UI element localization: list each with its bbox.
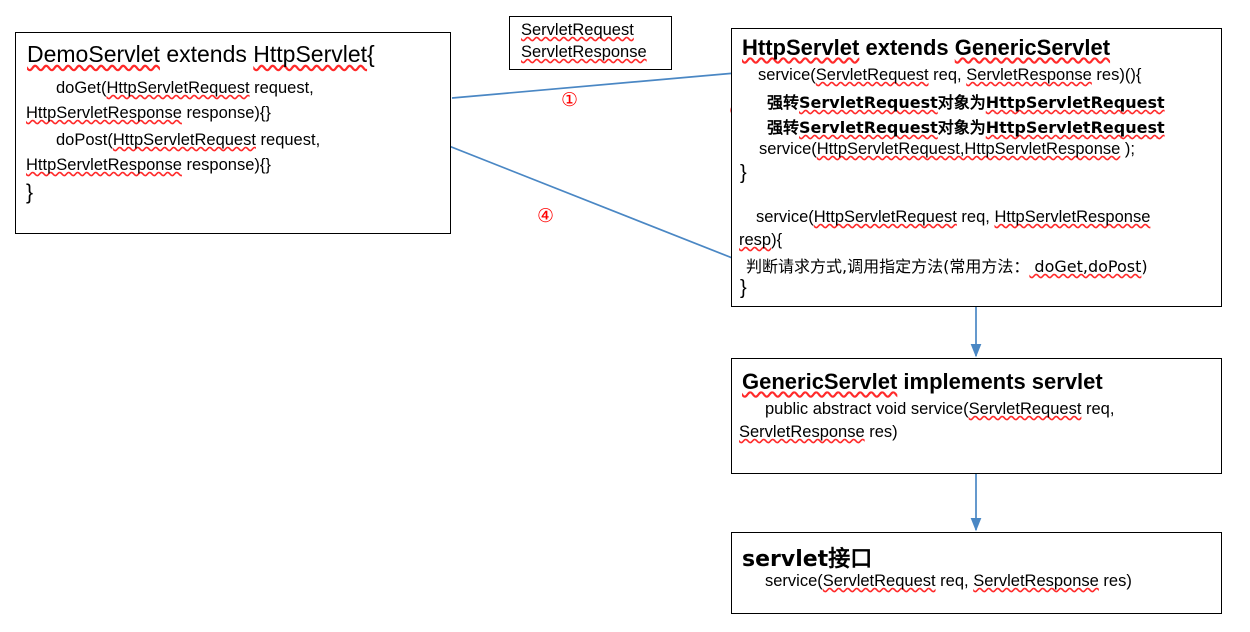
iface-service-res-name: res)	[1098, 572, 1132, 590]
cast-object-kw-1: 对象为	[937, 93, 986, 112]
step-marker-4: ④	[537, 205, 555, 227]
doget-param-response-type: HttpServletResponse	[26, 104, 182, 122]
service-http-res-type: HttpServletResponse	[994, 208, 1151, 226]
demo-servlet-open-brace: {	[367, 41, 375, 67]
http-servlet-service-generic-close-brace: }	[740, 162, 747, 184]
cast-object-kw-2: 对象为	[937, 118, 986, 137]
dopost-param-request-name: request,	[255, 131, 321, 149]
doget-signature-start: doGet(	[56, 79, 107, 97]
iface-service-req-name: req,	[935, 572, 974, 590]
servlet-interface-name: servlet	[742, 547, 829, 572]
demo-servlet-superclass: HttpServlet	[253, 41, 368, 67]
http-servlet-service-http-signature: service(HttpServletRequest req, HttpServ…	[756, 208, 1150, 227]
generic-service-req-name: req,	[1081, 400, 1115, 418]
cast-verb-2: 强转	[767, 118, 800, 137]
http-servlet-name: HttpServlet	[742, 35, 860, 60]
demo-servlet-dopost-line2: HttpServletResponse response){}	[26, 156, 271, 175]
service-http-res-name: resp	[739, 231, 772, 249]
generic-service-res-type: ServletResponse	[739, 423, 865, 441]
demo-servlet-doget-line2: HttpServletResponse response){}	[26, 104, 271, 123]
doget-param-request-name: request,	[249, 79, 314, 97]
service-generic-req-type: ServletRequest	[815, 66, 929, 84]
servlet-request-response-box[interactable]: ServletRequest ServletResponse	[509, 16, 672, 70]
http-servlet-cast-line-1: 强转ServletRequest对象为HttpServletRequest	[767, 89, 1165, 113]
dopost-param-response-type: HttpServletResponse	[26, 156, 182, 174]
http-servlet-service-call-line: service(HttpServletRequest,HttpServletRe…	[759, 140, 1135, 159]
http-servlet-dispatch-note: 判断请求方式,调用指定方法(常用方法： doGet,doPost)	[746, 253, 1148, 277]
iface-service-res-type: ServletResponse	[973, 572, 1099, 590]
http-servlet-extends-kw: extends	[859, 35, 955, 60]
generic-service-res-name: res)	[864, 423, 898, 441]
service-http-req-name: req,	[956, 208, 995, 226]
servlet-response-label: ServletResponse	[521, 43, 647, 61]
iface-service-start: service(	[765, 572, 823, 590]
generic-service-req-type: ServletRequest	[968, 400, 1082, 418]
servlet-request-label: ServletRequest	[521, 21, 634, 39]
generic-servlet-name: GenericServlet	[742, 369, 898, 394]
demo-servlet-box[interactable]: DemoServlet extends HttpServlet{ doGet(H…	[15, 32, 451, 234]
service-generic-req-name: req,	[928, 66, 967, 84]
demo-servlet-dopost-line1: doPost(HttpServletRequest request,	[56, 131, 320, 150]
doget-param-response-name: response){}	[181, 104, 271, 122]
demo-servlet-header: DemoServlet extends HttpServlet{	[27, 41, 375, 68]
http-servlet-superclass: GenericServlet	[954, 35, 1111, 60]
service-http-start: service(	[756, 208, 814, 226]
service-call-args: HttpServletRequest,HttpServletResponse	[816, 140, 1121, 158]
service-generic-res-name: res)(){	[1091, 66, 1142, 84]
service-call-start: service(	[759, 140, 817, 158]
dispatch-note-methods: doGet,doPost	[1029, 257, 1142, 276]
http-servlet-box[interactable]: HttpServlet extends GenericServlet servi…	[731, 28, 1222, 307]
cast-from-type-1: ServletRequest	[799, 93, 938, 112]
demo-servlet-extends-kw: extends	[159, 41, 254, 67]
http-servlet-cast-line-2: 强转ServletRequest对象为HttpServletRequest	[767, 114, 1165, 138]
service-generic-start: service(	[758, 66, 816, 84]
demo-servlet-doget-line1: doGet(HttpServletRequest request,	[56, 79, 314, 98]
generic-servlet-header: GenericServlet implements servlet	[742, 369, 1103, 395]
dispatch-note-close-paren: )	[1141, 257, 1148, 276]
service-http-req-type: HttpServletRequest	[813, 208, 957, 226]
dopost-param-request-type: HttpServletRequest	[112, 131, 256, 149]
dopost-signature-start: doPost(	[56, 131, 113, 149]
http-servlet-header: HttpServlet extends GenericServlet	[742, 35, 1110, 61]
http-servlet-close-brace: }	[740, 277, 747, 299]
step-marker-1: ①	[561, 89, 579, 111]
generic-servlet-service-line2: ServletResponse res)	[739, 423, 898, 442]
dopost-param-response-name: response){}	[181, 156, 271, 174]
demo-servlet-close-brace: }	[26, 181, 34, 204]
cast-to-type-2: HttpServletRequest	[985, 118, 1165, 137]
demo-servlet-name: DemoServlet	[27, 41, 160, 67]
iface-service-req-type: ServletRequest	[822, 572, 936, 590]
service-generic-res-type: ServletResponse	[966, 66, 1092, 84]
servlet-interface-service-line: service(ServletRequest req, ServletRespo…	[765, 572, 1132, 591]
generic-servlet-service-line1: public abstract void service(ServletRequ…	[765, 400, 1114, 419]
cast-verb-1: 强转	[767, 93, 800, 112]
http-servlet-service-generic-signature: service(ServletRequest req, ServletRespo…	[758, 66, 1141, 85]
cast-from-type-2: ServletRequest	[799, 118, 938, 137]
servlet-interface-header: servlet接口	[742, 541, 872, 573]
servlet-interface-suffix: 接口	[828, 547, 873, 572]
generic-servlet-implements-kw: implements servlet	[897, 369, 1103, 394]
service-http-open-brace: ){	[771, 231, 783, 249]
arrow-1-demo-to-httpservlet	[451, 67, 749, 99]
generic-service-start: public abstract void service(	[765, 400, 969, 418]
dispatch-note-text: 判断请求方式,调用指定方法(常用方法：	[746, 257, 1030, 276]
http-servlet-service-http-signature-cont: resp){	[739, 231, 782, 250]
cast-to-type-1: HttpServletRequest	[985, 93, 1165, 112]
servlet-interface-box[interactable]: servlet接口 service(ServletRequest req, Se…	[731, 532, 1222, 614]
generic-servlet-box[interactable]: GenericServlet implements servlet public…	[731, 358, 1222, 474]
doget-param-request-type: HttpServletRequest	[106, 79, 250, 97]
service-call-end: );	[1120, 140, 1136, 158]
